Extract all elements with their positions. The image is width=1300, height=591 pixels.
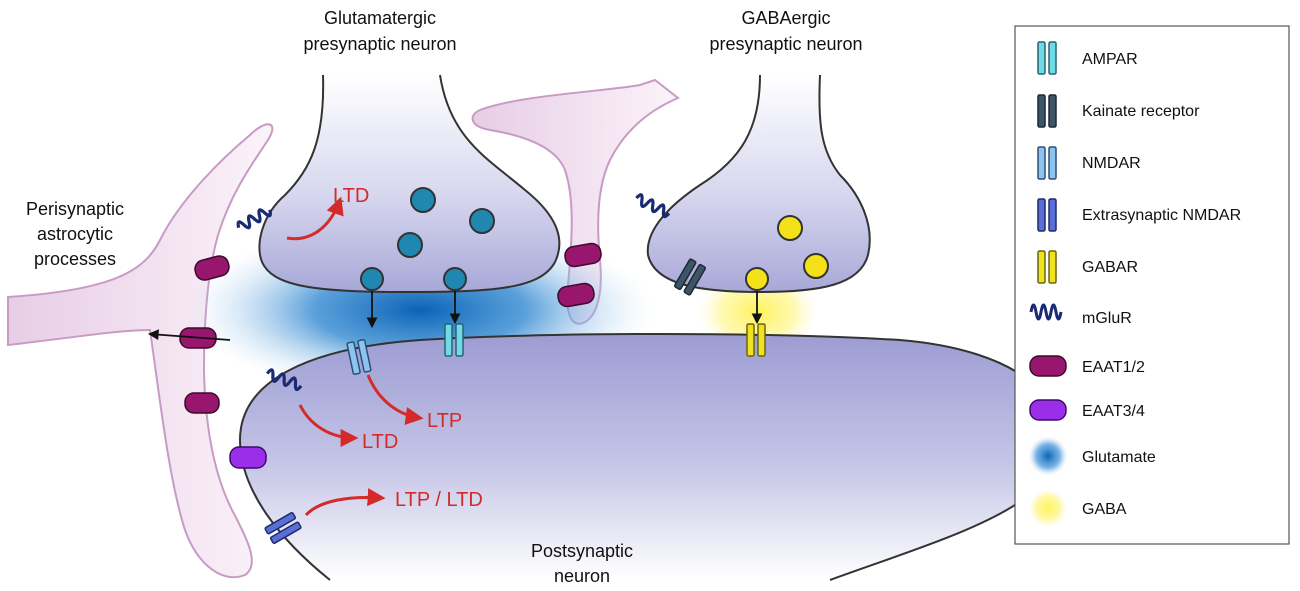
uptake-arrow: [147, 329, 231, 341]
ltp-arrow: [366, 374, 424, 425]
astrocyte-process-left: [7, 123, 274, 579]
eaat12-transporter: [194, 255, 230, 281]
legend-label-nmdar: NMDAR: [1082, 155, 1141, 172]
gabaergic-label-line2: presynaptic neuron: [709, 34, 862, 54]
legend-label-glutamate: Glutamate: [1082, 449, 1156, 466]
vesicle-gaba: [803, 253, 829, 279]
postsynaptic-label-line2: neuron: [554, 566, 610, 586]
legend-label-eaat34: EAAT3/4: [1082, 403, 1145, 420]
legend-label-gabar: GABAR: [1082, 259, 1138, 276]
postsynaptic-neuron: [238, 333, 1063, 581]
legend-label-eaat12: EAAT1/2: [1082, 359, 1145, 376]
glutamatergic-label-line1: Glutamatergic: [324, 8, 436, 28]
eaat12-transporter: [184, 392, 220, 414]
legend-eaat34-icon: [1029, 399, 1067, 421]
glutamatergic-terminal: [258, 74, 561, 294]
legend-label-kainate: Kainate receptor: [1082, 103, 1200, 120]
astrocyte-label-line3: processes: [34, 249, 116, 269]
vesicle-glutamate: [469, 208, 495, 234]
glutamate-vesicles: [360, 187, 495, 291]
gaba-vesicles: [745, 215, 829, 291]
ltd-arrow-pre: [286, 196, 344, 241]
ltp-label: LTP: [427, 410, 462, 432]
ltp-ltd-label: LTP / LTD: [395, 489, 483, 511]
eaat12-transporter: [557, 282, 595, 308]
glutamatergic-label-line2: presynaptic neuron: [303, 34, 456, 54]
legend-gaba-icon: [1028, 488, 1068, 528]
legend-glutamate-icon: [1028, 436, 1068, 476]
legend-label-ampar: AMPAR: [1082, 51, 1138, 68]
vesicle-gaba: [745, 267, 769, 291]
vesicle-glutamate: [410, 187, 436, 213]
ltd-label-post: LTD: [362, 431, 398, 453]
postsynaptic-label-line1: Postsynaptic: [531, 541, 633, 561]
vesicle-gaba: [777, 215, 803, 241]
ltp-ltd-arrow: [304, 488, 386, 517]
legend-label-extrasynaptic-nmdar: Extrasynaptic NMDAR: [1082, 207, 1241, 224]
astrocyte-label-line1: Perisynaptic: [26, 199, 124, 219]
eaat34-transporter: [229, 446, 267, 469]
eaat12-transporter: [564, 242, 602, 268]
legend-eaat12-icon: [1029, 355, 1067, 377]
legend-mglur-icon: [1029, 303, 1063, 321]
gabaergic-terminal: [646, 74, 871, 294]
ltd-label-pre: LTD: [333, 185, 369, 207]
vesicle-glutamate: [360, 267, 384, 291]
vesicle-glutamate: [397, 232, 423, 258]
gabaergic-label-line1: GABAergic: [741, 8, 830, 28]
ltd-arrow-post: [298, 404, 359, 447]
astrocyte-label-line2: astrocytic: [37, 224, 113, 244]
legend-label-mglur: mGluR: [1082, 310, 1132, 327]
legend-label-gaba: GABA: [1082, 501, 1127, 518]
vesicle-glutamate: [443, 267, 467, 291]
